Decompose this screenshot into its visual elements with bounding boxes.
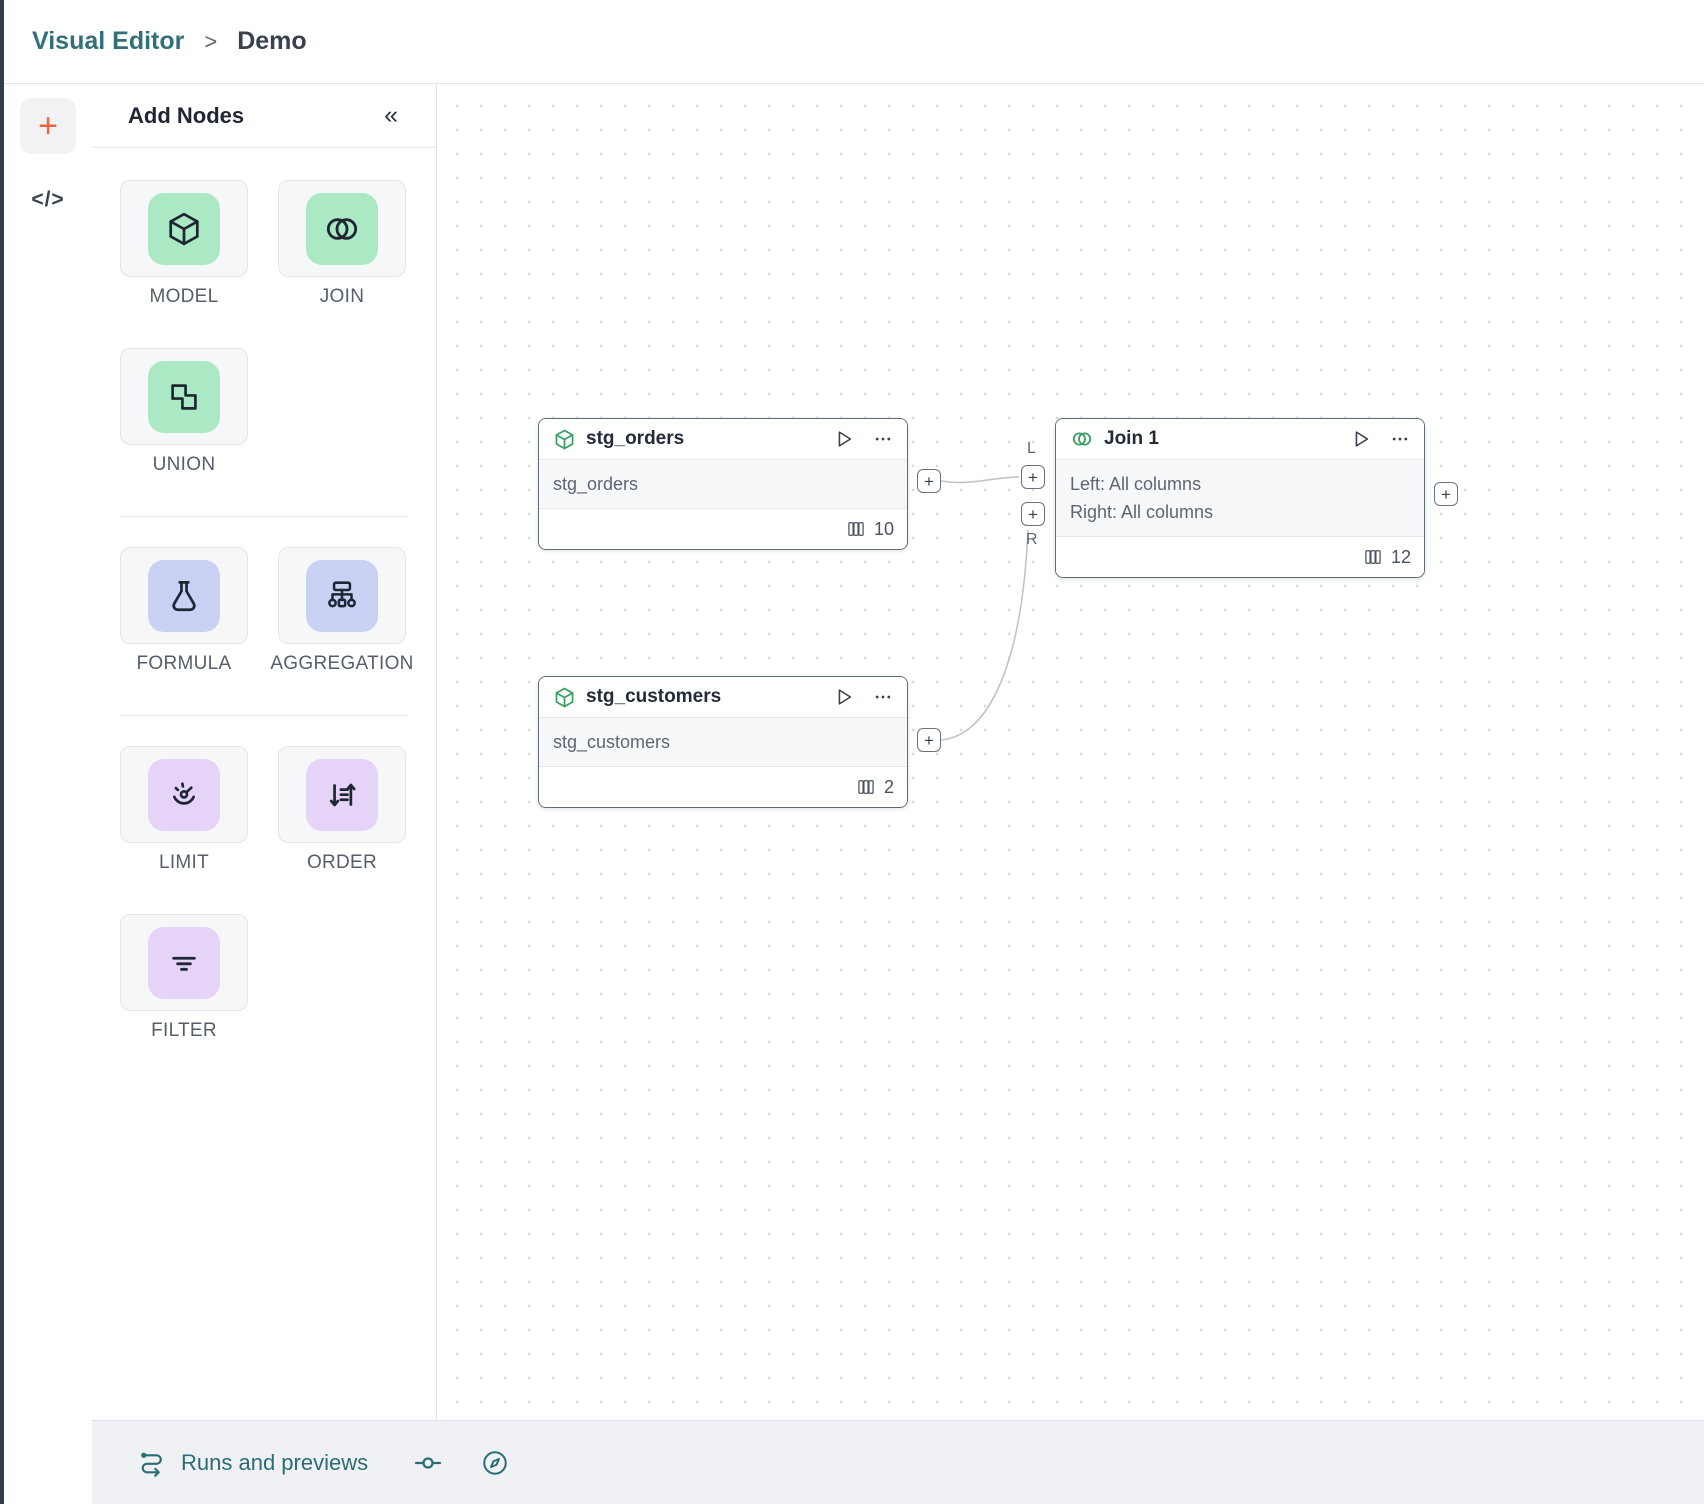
breadcrumb-section[interactable]: Visual Editor [32,27,185,55]
node-type-order[interactable]: ORDER [278,746,406,874]
git-commit-icon [414,1456,442,1469]
node-source: stg_customers [539,717,907,767]
palette-divider [120,715,408,716]
node-type-union[interactable]: UNION [120,348,248,476]
plus-icon: + [38,107,58,145]
left-rail: + </> [4,84,92,1504]
tile-label: JOIN [319,286,365,307]
plus-icon: + [924,730,934,750]
flask-icon [172,580,196,611]
node-header: Join 1 [1056,419,1424,459]
node-join-1[interactable]: Join 1 Left: All columns Right: All colu… [1055,418,1425,578]
port-label-left: L [1027,440,1036,457]
columns-icon [858,780,874,794]
tile-label: MODEL [149,286,219,307]
panel-title: Add Nodes [128,102,245,128]
node-palette: MODEL JOIN [92,148,436,1042]
port-stg-customers-output[interactable]: + [917,728,941,752]
tile-label: FILTER [151,1020,217,1041]
node-footer: 2 [539,767,907,807]
port-stg-orders-output[interactable]: + [917,469,941,493]
join-right-line: Right: All columns [1070,502,1214,522]
code-view-button[interactable]: </> [31,188,64,212]
more-icon[interactable] [1390,429,1410,449]
node-header: stg_customers [539,677,907,717]
runs-and-previews-button[interactable]: Runs and previews [137,1448,368,1478]
run-node-icon[interactable] [833,428,855,450]
port-label-right: R [1026,531,1038,548]
node-title: Join 1 [1104,428,1159,449]
tile-label: ORDER [306,852,378,873]
venn-icon [326,217,358,240]
breadcrumb: Visual Editor > Demo [4,0,1704,84]
flow-canvas[interactable]: stg_orders stg_orders 10 [437,84,1704,1420]
node-title: stg_customers [586,686,722,707]
node-type-model[interactable]: MODEL [120,180,248,308]
compass-icon [483,1450,507,1475]
node-type-formula[interactable]: FORMULA [120,547,248,675]
node-stg-customers[interactable]: stg_customers stg_customers 2 [538,676,908,808]
model-cube-icon [555,429,574,449]
plus-icon: + [1028,504,1038,524]
run-node-icon[interactable] [833,686,855,708]
collapse-panel-icon[interactable]: « [384,101,398,129]
columns-icon [1365,550,1381,564]
columns-icon [848,522,864,536]
node-header: stg_orders [539,419,907,459]
commit-button[interactable] [412,1447,444,1479]
run-node-icon[interactable] [1350,428,1372,450]
union-shapes-icon [171,383,197,410]
join-left-line: Left: All columns [1070,474,1202,494]
node-source: stg_orders [539,459,907,509]
node-footer: 10 [539,509,907,549]
port-join-left-input[interactable]: + [1021,465,1045,489]
add-nodes-header: Add Nodes « [92,84,436,148]
palette-divider [120,516,408,517]
sort-icon [329,783,356,806]
breadcrumb-separator-icon: > [204,28,218,54]
gauge-icon [172,781,196,805]
node-type-aggregation[interactable]: AGGREGATION [270,547,413,675]
tile-label: UNION [152,454,216,475]
plus-icon: + [1441,484,1451,504]
join-venn-icon [1072,432,1092,446]
runs-flow-icon [141,1452,162,1477]
breadcrumb-page: Demo [237,27,307,55]
tile-label: FORMULA [136,653,232,674]
plus-icon: + [1028,467,1038,487]
column-count: 12 [1390,546,1411,567]
filter-lines-icon [172,956,196,971]
node-footer: 12 [1056,537,1424,577]
add-nodes-panel: Add Nodes « MODEL [92,84,437,1420]
add-node-button[interactable]: + [20,98,76,154]
column-count: 2 [883,776,894,797]
tile-label: AGGREGATION [270,653,414,674]
model-cube-icon [555,687,574,707]
bottom-bar: Runs and previews [92,1420,1704,1504]
node-type-join[interactable]: JOIN [278,180,406,308]
more-icon[interactable] [873,687,893,707]
column-count: 10 [873,518,894,539]
port-join-output[interactable]: + [1434,482,1458,506]
node-join-config: Left: All columns Right: All columns [1056,459,1424,537]
window-left-edge [0,0,4,1504]
explore-button[interactable] [480,1448,510,1478]
cube-icon [169,212,199,245]
tile-label: LIMIT [158,852,210,873]
node-stg-orders[interactable]: stg_orders stg_orders 10 [538,418,908,550]
port-join-right-input[interactable]: + [1021,502,1045,526]
node-type-limit[interactable]: LIMIT [120,746,248,874]
code-icon: </> [31,188,65,211]
more-icon[interactable] [873,429,893,449]
node-title: stg_orders [586,428,685,449]
plus-icon: + [924,471,934,491]
runs-label: Runs and previews [181,1449,369,1475]
hierarchy-icon [328,580,356,607]
node-type-filter[interactable]: FILTER [120,914,248,1042]
